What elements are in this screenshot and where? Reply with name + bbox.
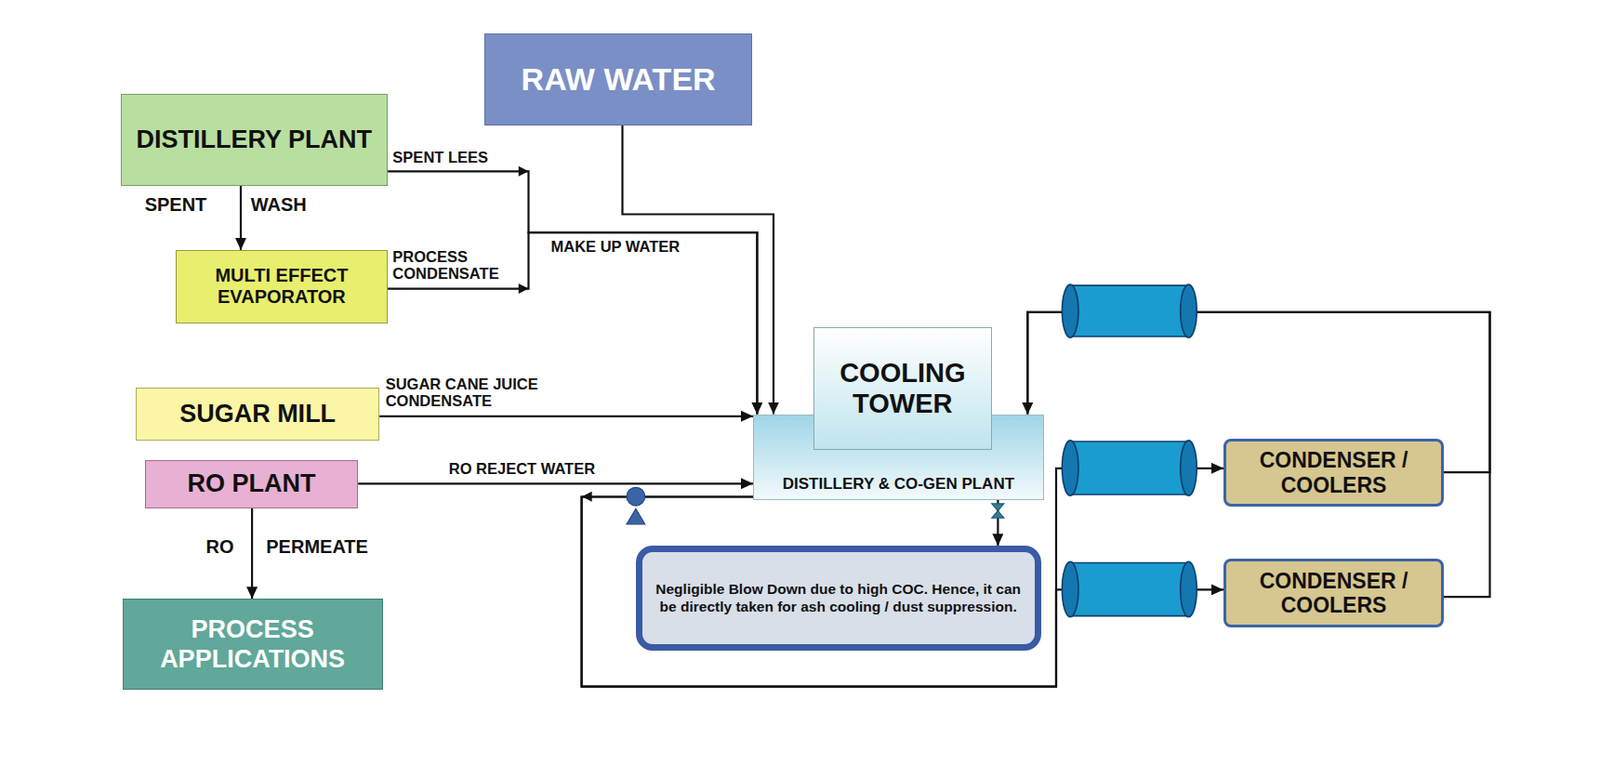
valve-symbol xyxy=(991,503,1005,518)
flow-label: WASH xyxy=(249,195,309,216)
source-box: RAW WATER xyxy=(484,33,753,126)
flow-label: SUGAR CANE JUICE CONDENSATE xyxy=(383,376,593,410)
node-text: CONDENSER / COOLERS xyxy=(1233,448,1434,498)
flow-line xyxy=(622,125,775,415)
flow-label: RO xyxy=(204,537,237,558)
flow-line xyxy=(1027,312,1490,597)
equipment-box: CONDENSER / COOLERS xyxy=(1223,558,1444,628)
flow-line xyxy=(357,482,754,485)
node-text: COOLING TOWER xyxy=(821,357,984,421)
flow-label: SPENT LEES xyxy=(390,149,490,167)
junction-arrows xyxy=(518,166,593,503)
process-box: MULTI EFFECT EVAPORATOR xyxy=(175,250,388,324)
pump-symbol xyxy=(626,487,646,524)
flow-line xyxy=(581,468,1224,688)
note-box: Negligible Blow Down due to high COC. He… xyxy=(635,545,1042,651)
flow-label: MAKE UP WATER xyxy=(548,238,682,256)
heat-exchanger xyxy=(1061,440,1197,496)
heat-exchanger xyxy=(1061,284,1197,338)
flow-line xyxy=(251,508,253,600)
node-text: DISTILLERY PLANT xyxy=(136,126,373,155)
plant-box: DISTILLERY PLANT xyxy=(120,93,389,186)
node-text: CONDENSER / COOLERS xyxy=(1233,568,1434,619)
flow-label: PERMEATE xyxy=(264,537,371,558)
node-text: DISTILLERY & CO-GEN PLANT xyxy=(782,476,1015,494)
flow-label: SPENT xyxy=(143,195,210,216)
flow-line xyxy=(239,185,242,251)
node-text: MULTI EFFECT EVAPORATOR xyxy=(184,264,380,308)
plant-box: RO PLANT xyxy=(145,460,358,509)
flow-line xyxy=(379,415,754,418)
flow-label: RO REJECT WATER xyxy=(447,461,597,478)
heat-exchanger xyxy=(1061,561,1197,617)
node-text: Negligible Blow Down due to high COC. He… xyxy=(649,581,1028,616)
node-text: PROCESS APPLICATIONS xyxy=(131,614,375,675)
cooling-tower: COOLING TOWER xyxy=(813,327,992,450)
node-text: RAW WATER xyxy=(521,62,716,97)
equipment-box: CONDENSER / COOLERS xyxy=(1223,438,1444,508)
flow-line xyxy=(581,497,1224,688)
node-text: RO PLANT xyxy=(187,470,317,499)
node-text: SUGAR MILL xyxy=(179,400,336,429)
process-box: PROCESS APPLICATIONS xyxy=(122,598,384,690)
flow-label: PROCESS CONDENSATE xyxy=(390,249,522,283)
plant-box: SUGAR MILL xyxy=(135,387,380,441)
